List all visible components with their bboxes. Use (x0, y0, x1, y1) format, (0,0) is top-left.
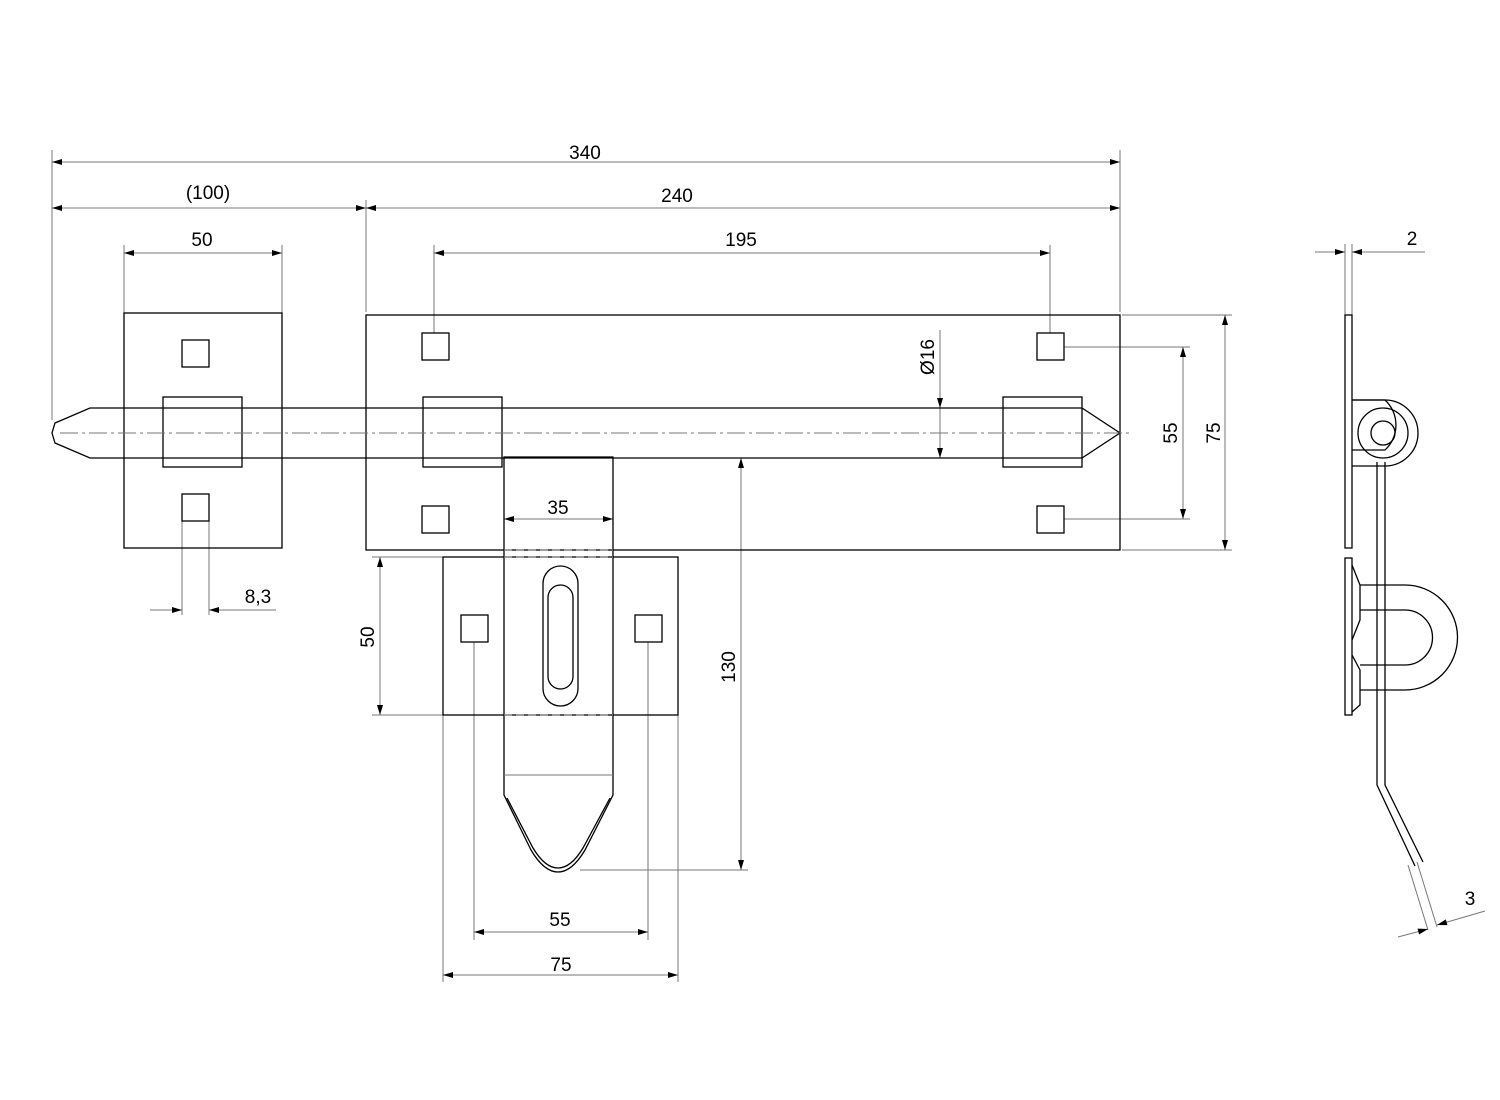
bolt-rod (51, 396, 1130, 468)
hasp (503, 456, 614, 873)
dimension-lines (51, 150, 1486, 982)
dim-plate-length: 240 (661, 186, 693, 207)
mounting-hole (634, 614, 663, 643)
dim-hasp-plate-width: 75 (550, 955, 571, 976)
hasp-plate (442, 556, 679, 716)
rod-guide (422, 396, 503, 468)
dim-hole-spacing-long: 195 (725, 230, 757, 251)
dim-hasp-width: 35 (547, 498, 568, 519)
dim-hasp-thickness: 3 (1465, 889, 1476, 910)
mounting-hole (1036, 332, 1065, 361)
mounting-hole (421, 332, 450, 361)
dim-hasp-hole-spacing: 55 (549, 910, 570, 931)
dimension-labels: 340 (100) 240 195 50 Ø16 55 75 35 8,3 50… (186, 143, 1475, 976)
dim-hasp-plate-height: 50 (358, 626, 379, 647)
dim-plate-height: 75 (1204, 422, 1225, 443)
dim-hole-size: 8,3 (245, 587, 271, 608)
side-view (1344, 314, 1459, 867)
rod-guide (162, 396, 243, 468)
mounting-hole (181, 339, 210, 368)
hasp-slot (542, 565, 579, 707)
dim-bolt-projection: (100) (186, 183, 230, 204)
rod-guide (1002, 396, 1083, 468)
mounting-hole (460, 614, 489, 643)
mounting-hole (1036, 505, 1065, 534)
dim-plate-thickness: 2 (1407, 229, 1418, 250)
dim-rod-diameter: Ø16 (918, 339, 939, 375)
dim-overall-length: 340 (569, 143, 601, 164)
mounting-hole (181, 493, 210, 522)
keeper-plate (123, 312, 283, 549)
mounting-hole (421, 505, 450, 534)
dim-hole-spacing-vertical: 55 (1161, 422, 1182, 443)
dim-hasp-length: 130 (719, 651, 740, 683)
dim-keeper-width: 50 (191, 230, 212, 251)
